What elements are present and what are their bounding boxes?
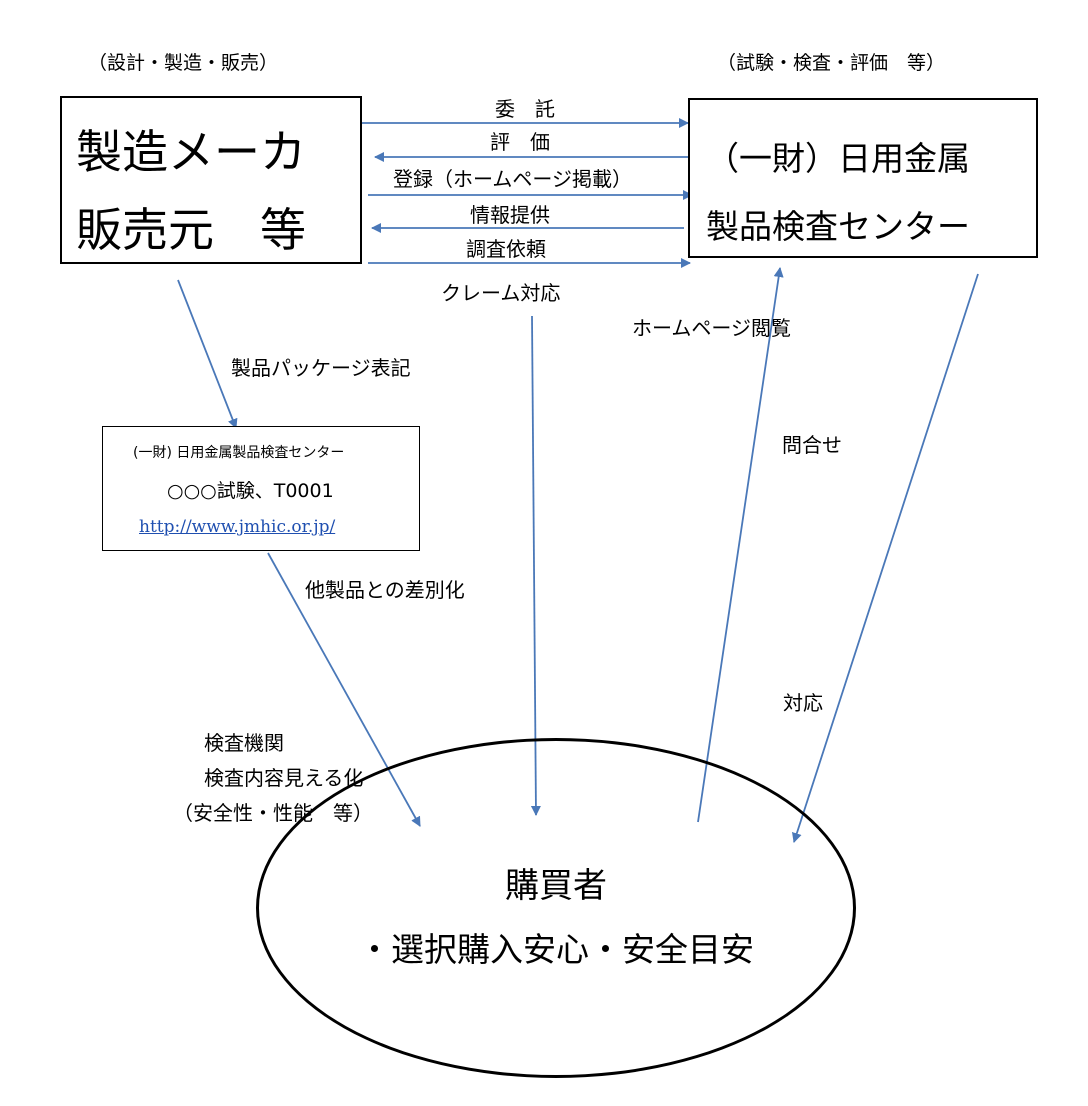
- center-line2: 製品検査センター: [706, 207, 970, 246]
- arrow-complaint: [530, 315, 541, 816]
- label-investigation: 調査依頼: [466, 237, 546, 261]
- buyer-subtitle: ・選択購入安心・安全目安: [358, 930, 754, 969]
- buyer-title: 購買者: [505, 866, 607, 906]
- label-differentiation: 他製品との差別化: [305, 578, 465, 602]
- label-evaluation: 評 価: [490, 130, 550, 154]
- center-line1: （一財）日用金属: [706, 139, 970, 178]
- inspection-center-box: （一財）日用金属 製品検査センター: [688, 98, 1038, 258]
- manufacturer-line1: 製造メーカ: [76, 125, 306, 179]
- arrow-homepage-inquiry: [697, 267, 784, 823]
- arrow-package: [177, 279, 238, 429]
- manufacturer-box: 製造メーカ 販売元 等: [60, 96, 362, 264]
- label-registration: 登録（ホームページ掲載）: [393, 167, 632, 191]
- label-information: 情報提供: [470, 203, 550, 227]
- manufacturer-category: （設計・製造・販売）: [88, 52, 279, 74]
- label-response: 対応: [783, 691, 823, 715]
- label-package-notation: 製品パッケージ表記: [231, 356, 411, 380]
- label-box-url-link[interactable]: http://www.jmhic.or.jp/: [139, 517, 336, 537]
- label-complaint: クレーム対応: [441, 281, 561, 305]
- label-box-test: ○○○試験、T0001: [167, 480, 334, 502]
- label-homepage: ホームページ閲覧: [632, 316, 791, 340]
- manufacturer-line2: 販売元 等: [76, 203, 306, 257]
- buyer-ellipse: [256, 738, 856, 1078]
- label-box-org: (一財) 日用金属製品検査センター: [133, 445, 345, 461]
- center-category: （試験・検査・評価 等）: [717, 52, 946, 74]
- arrow-response: [792, 273, 979, 843]
- product-label-box: (一財) 日用金属製品検査センター ○○○試験、T0001 http://www…: [102, 426, 420, 551]
- label-entrust: 委 託: [495, 97, 555, 121]
- label-visibility-2: 検査内容見える化: [204, 766, 364, 790]
- label-visibility-1: 検査機関: [204, 731, 284, 755]
- label-inquiry: 問合せ: [782, 433, 842, 457]
